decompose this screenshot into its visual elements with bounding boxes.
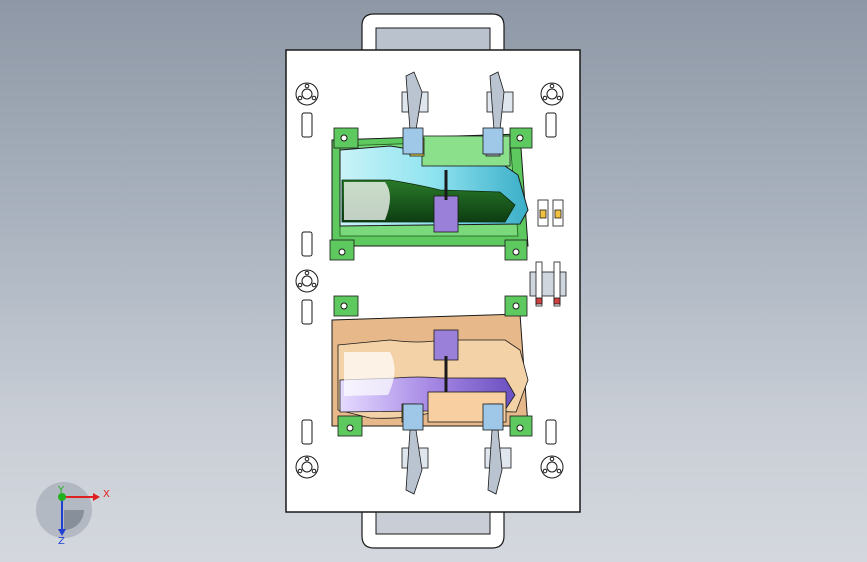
locating-discs [295, 82, 564, 479]
coordinate-triad: X Y Z [36, 482, 110, 547]
x-axis-label: X [103, 489, 110, 500]
top-handle [361, 13, 505, 50]
y-axis-label: Y [57, 485, 65, 496]
upper-fixture[interactable] [329, 127, 533, 261]
toggle-clamps-top[interactable] [401, 71, 514, 155]
bottom-handle [361, 512, 505, 549]
z-axis-label: Z [58, 536, 65, 547]
side-pins[interactable] [529, 199, 567, 307]
plate-slots [301, 112, 557, 445]
y-axis-dot [58, 493, 66, 501]
toggle-clamps-bottom[interactable] [401, 403, 512, 495]
